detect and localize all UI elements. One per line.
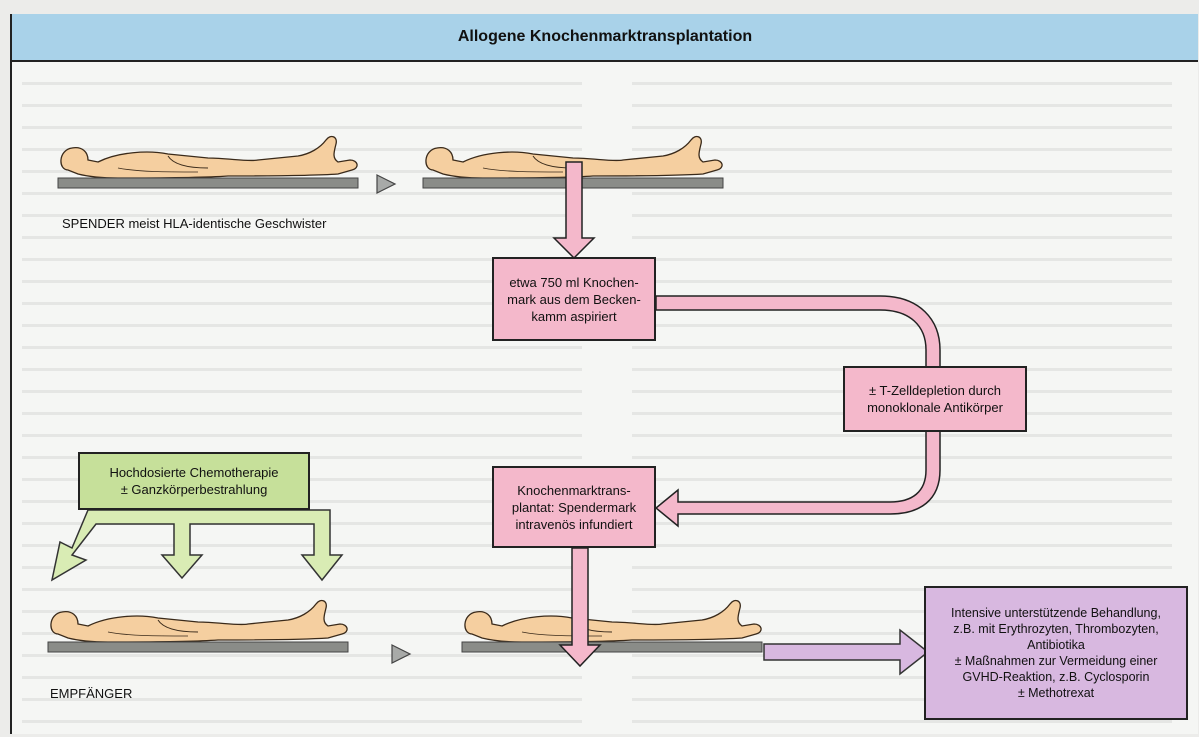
arrow-to-support — [764, 630, 928, 674]
arrows-conditioning — [52, 510, 342, 580]
recipient-person — [48, 601, 348, 652]
conditioning-box: Hochdosierte Chemotherapie ± Ganzkörperb… — [78, 452, 310, 510]
transplant-box: Knochenmarktrans- plantat: Spendermark i… — [492, 466, 656, 548]
arrow-to-recipient — [560, 548, 600, 666]
recipient-label: EMPFÄNGER — [50, 686, 132, 701]
step-arrow-recipient — [392, 645, 410, 663]
aspiration-box: etwa 750 ml Knochen- mark aus dem Becken… — [492, 257, 656, 341]
donor-label: SPENDER meist HLA-identische Geschwister — [62, 216, 326, 231]
recipient-person-infusion — [462, 601, 762, 652]
depletion-box: ± T-Zelldepletion durch monoklonale Anti… — [843, 366, 1027, 432]
support-box: Intensive unterstützende Behandlung, z.B… — [924, 586, 1188, 720]
step-arrow-donor — [377, 175, 395, 193]
donor-person — [58, 137, 358, 188]
